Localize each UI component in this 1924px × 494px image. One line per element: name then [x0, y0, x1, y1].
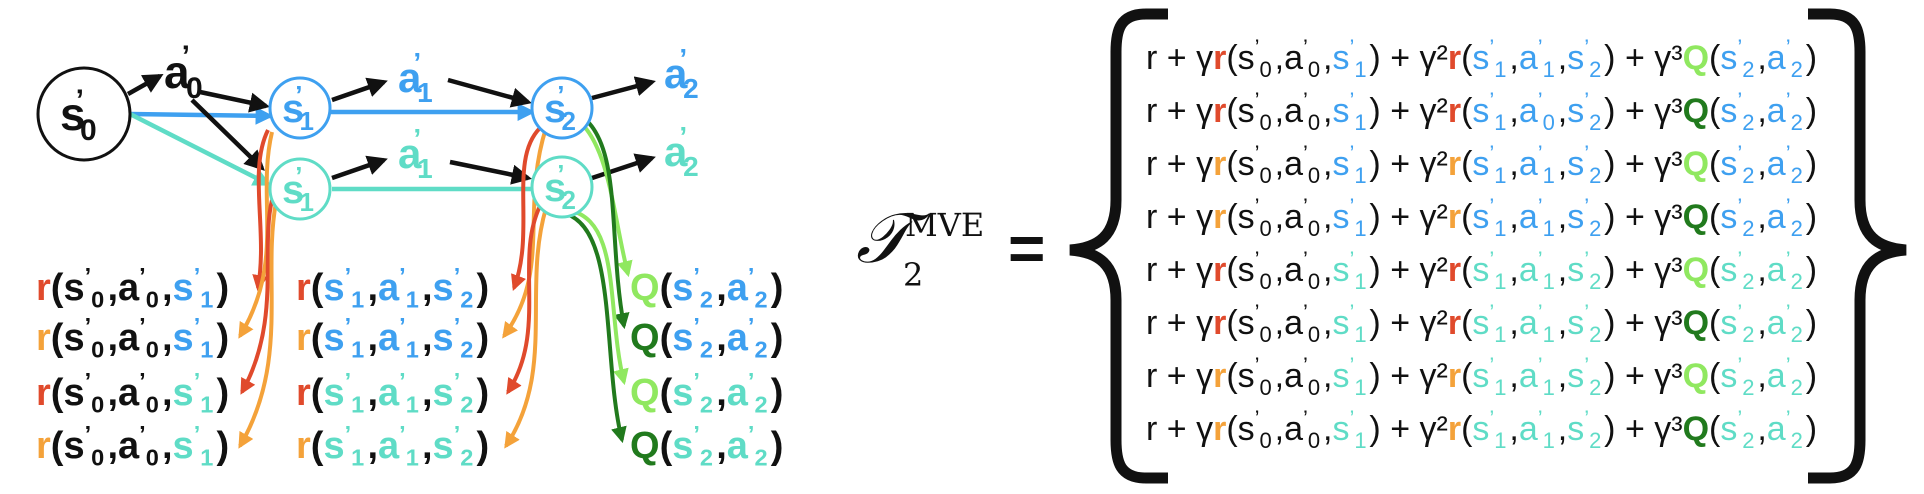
trajectory-lines	[128, 103, 536, 192]
action-arrows	[126, 74, 656, 185]
node-s2-blue-circle	[530, 76, 594, 140]
curve-red-2	[240, 199, 274, 395]
node-s1-teal: s’1	[268, 157, 332, 221]
curve-lightgreen-2	[567, 208, 629, 386]
arrow-s2-a2-top	[591, 76, 656, 101]
term-r12-3: r(s’1 ,a’1 ,s’2 )	[296, 368, 489, 418]
node-s2-teal: s’2	[530, 155, 594, 219]
node-a1-blue-label: a’1	[398, 47, 433, 108]
left-brace	[1069, 8, 1168, 484]
node-a0-label: a’0	[164, 40, 203, 105]
node-s2-teal-circle	[530, 155, 594, 219]
equation-rows: r + γr(s’0 ,a’0 ,s’1 ) + γ²r(s’1 ,a’1 ,s…	[1146, 35, 1817, 453]
node-a2-teal-label: a’2	[664, 121, 699, 182]
arrow-a0-s1-top	[199, 89, 270, 113]
term-labels: r(s’0 ,a’0 ,s’1 ) r(s’0 ,a’0 ,s’1 ) r(s’…	[36, 263, 783, 471]
arrow-s1-a1-top	[331, 77, 388, 103]
node-s1-blue-circle	[268, 76, 332, 140]
node-s0: s’0	[36, 66, 132, 162]
term-r12-4: r(s’1 ,a’1 ,s’2 )	[296, 421, 489, 471]
curve-red-4	[506, 205, 542, 395]
term-r12-1: r(s’1 ,a’1 ,s’2 )	[296, 263, 489, 313]
reward-curves	[238, 116, 633, 449]
term-q2-3: Q(s’2 ,a’2 )	[630, 368, 783, 418]
node-a1-teal-label: a’1	[398, 123, 433, 184]
curve-orange-2	[238, 201, 278, 449]
mve-operator: 𝒯 MVE 2 =	[856, 197, 1045, 294]
node-s2-blue-label: s’2	[544, 80, 576, 136]
node-s2-blue: s’2	[530, 76, 594, 140]
arrow-s0-a0	[126, 74, 164, 96]
node-s1-teal-label: s’1	[282, 161, 314, 217]
arrow-s0-s1-teal	[128, 111, 272, 187]
equation-row-2: r + γr(s’0 ,a’0 ,s’1 ) + γ²r(s’1 ,a’0 ,s…	[1146, 88, 1817, 135]
term-r12-2: r(s’1 ,a’1 ,s’2 )	[296, 313, 489, 363]
term-r01-3: r(s’0 ,a’0 ,s’1 )	[36, 368, 229, 418]
node-s1-blue-label: s’1	[282, 80, 314, 136]
node-s1-blue: s’1	[268, 76, 332, 140]
operator-sub: 2	[903, 256, 923, 294]
node-s2-teal-label: s’2	[544, 159, 576, 215]
term-q2-2: Q(s’2 ,a’2 )	[630, 313, 783, 363]
arrow-a1-s2-top	[447, 77, 532, 108]
curve-darkgreen-1	[582, 116, 630, 330]
arrow-a1-s2-bottom	[449, 159, 532, 185]
node-s0-label: s’0	[60, 84, 97, 147]
curve-red-3	[511, 126, 542, 291]
term-q2-1: Q(s’2 ,a’2 )	[630, 263, 783, 313]
term-r01-2: r(s’0 ,a’0 ,s’1 )	[36, 313, 229, 363]
curve-darkgreen-2	[565, 212, 627, 444]
node-a2-blue-label: a’2	[664, 43, 699, 104]
equation-row-3: r + γr(s’0 ,a’0 ,s’1 ) + γ²r(s’1 ,a’1 ,s…	[1146, 141, 1817, 188]
equation-row-6: r + γr(s’0 ,a’0 ,s’1 ) + γ²r(s’1 ,a’1 ,s…	[1146, 300, 1817, 347]
equation-row-1: r + γr(s’0 ,a’0 ,s’1 ) + γ²r(s’1 ,a’1 ,s…	[1146, 35, 1817, 82]
arrow-s1-a1-bottom	[331, 155, 388, 181]
term-r01-1: r(s’0 ,a’0 ,s’1 )	[36, 263, 229, 313]
arrow-a0-s1-bottom	[190, 98, 265, 171]
node-s0-circle	[36, 66, 132, 162]
curve-orange-3	[502, 127, 548, 339]
arrow-s0-s1-blue	[129, 106, 274, 125]
equation-row-7: r + γr(s’0 ,a’0 ,s’1 ) + γ²r(s’1 ,a’1 ,s…	[1146, 353, 1817, 400]
right-brace	[1808, 8, 1907, 484]
equation-row-8: r + γr(s’0 ,a’0 ,s’1 ) + γ²r(s’1 ,a’1 ,s…	[1146, 406, 1817, 453]
equation-row-4: r + γr(s’0 ,a’0 ,s’1 ) + γ²r(s’1 ,a’1 ,s…	[1146, 194, 1817, 241]
arrow-s2-a2-bottom	[591, 153, 656, 181]
curve-orange-4	[504, 207, 548, 449]
curve-red-1	[252, 129, 270, 292]
node-s1-teal-circle	[268, 157, 332, 221]
equals-sign: =	[1008, 212, 1045, 284]
equation-row-5: r + γr(s’0 ,a’0 ,s’1 ) + γ²r(s’1 ,a’1 ,s…	[1146, 247, 1817, 294]
operator-sup: MVE	[905, 206, 984, 244]
term-q2-4: Q(s’2 ,a’2 )	[630, 421, 783, 471]
term-r01-4: r(s’0 ,a’0 ,s’1 )	[36, 421, 229, 471]
